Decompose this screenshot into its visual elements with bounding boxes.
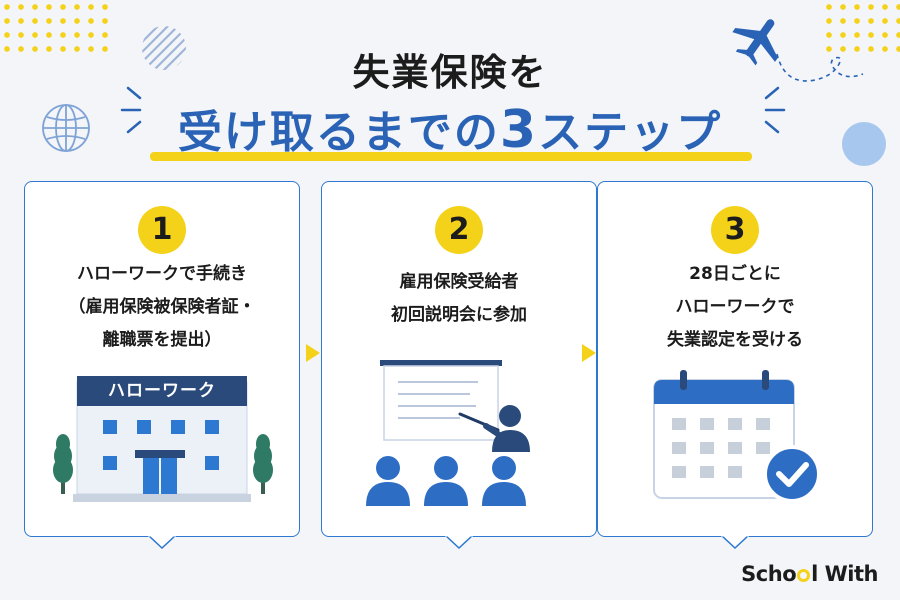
step-3-line-3: 失業認定を受ける [667, 330, 803, 350]
building-sign-text: ハローワーク [108, 381, 216, 401]
logo-text-2: l [811, 562, 818, 586]
hellowork-building-illustration [53, 376, 273, 502]
step-text-3: 28日ごとに ハローワークで 失業認定を受ける [598, 258, 872, 357]
card-tail [148, 535, 176, 549]
airplane-icon [732, 19, 778, 66]
card-tail [445, 535, 473, 549]
title-line-2-a: 受け取るまでの [177, 107, 500, 158]
seminar-presentation-illustration [366, 360, 530, 506]
step-text-2: 雇用保険受給者 初回説明会に参加 [322, 266, 596, 332]
title-underline [150, 152, 752, 161]
striped-circle-icon [142, 26, 186, 70]
step-3-line-1: 28日ごとに [689, 264, 781, 284]
tree-right-icon [253, 434, 273, 494]
step-1-line-3: 離職票を提出） [102, 330, 222, 350]
step-arrow-1-2 [306, 344, 320, 362]
step-number-2: 2 [435, 206, 483, 254]
top-right-dots [822, 0, 900, 52]
step-2-line-1: 雇用保険受給者 [399, 272, 519, 292]
step-2-line-2: 初回説明会に参加 [391, 305, 527, 325]
step-card-1: 1 ハローワークで手続き （雇用保険被保険者証・ 離職票を提出） ハローワ [24, 181, 300, 549]
title-line-1: 失業保険を [352, 51, 548, 94]
left-sparkle-icon [120, 86, 142, 134]
step-3-line-2: ハローワークで [675, 297, 795, 317]
logo-text-1: Scho [741, 562, 797, 586]
flight-path-line [776, 53, 864, 82]
title-line-2-b: ステップ [538, 107, 723, 158]
step-text-1: ハローワークで手続き （雇用保険被保険者証・ 離職票を提出） [25, 258, 299, 357]
blue-circle-decoration [842, 122, 886, 166]
step-card-3: 3 28日ごとに ハローワークで 失業認定を受ける [597, 181, 873, 549]
logo-text-3: With [824, 562, 879, 586]
right-sparkle-icon [764, 86, 786, 134]
step-1-line-1: ハローワークで手続き [77, 264, 247, 284]
globe-icon [42, 104, 90, 152]
title-step-count: 3 [499, 100, 539, 160]
logo-o-icon [797, 569, 811, 582]
step-number-1: 1 [138, 206, 186, 254]
step-arrow-2-3 [582, 344, 596, 362]
calendar-check-icon [653, 370, 821, 503]
tree-left-icon [53, 434, 73, 494]
title-line-2: 受け取るまでの3ステップ [0, 96, 900, 160]
top-left-dots [0, 0, 110, 56]
step-number-3: 3 [711, 206, 759, 254]
card-tail [721, 535, 749, 549]
step-1-line-2: （雇用保険被保険者証・ [68, 297, 256, 317]
step-card-2: 2 雇用保険受給者 初回説明会に参加 [321, 181, 597, 549]
